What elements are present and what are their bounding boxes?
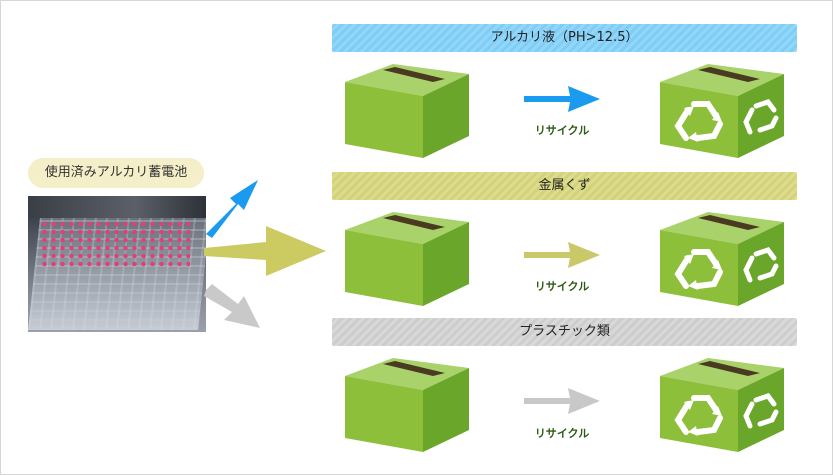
stream-title-plastic: プラスチック類 (332, 318, 797, 346)
branch-arrow-olive-icon (204, 226, 326, 276)
cardboard-box-icon (345, 64, 469, 158)
branch-arrow-gray-shape (204, 284, 260, 328)
cardboard-box-icon (345, 212, 469, 306)
branch-arrow-gray-icon (204, 284, 260, 328)
recycle-box-icon (660, 358, 784, 452)
recycle-box-icon (660, 212, 784, 306)
stream-title-metal: 金属くず (332, 172, 797, 200)
arrow-right-icon (524, 388, 600, 414)
arrow-right-icon (524, 86, 600, 112)
battery-photo (28, 196, 206, 332)
recycle-process-label: リサイクル (534, 280, 590, 293)
branch-arrow-olive-shape (204, 226, 326, 276)
branch-arrow-blue-shape (206, 180, 258, 238)
branch-arrow-blue-icon (206, 180, 258, 238)
arrow-right-icon (524, 242, 600, 268)
stream-title-alkaline: アルカリ液（PH>12.5） (332, 24, 797, 52)
source-label: 使用済みアルカリ蓄電池 (28, 158, 204, 188)
recycle-process-label: リサイクル (534, 124, 590, 137)
recycle-box-icon (660, 64, 784, 158)
cardboard-box-icon (345, 358, 469, 452)
recycle-process-label: リサイクル (534, 427, 590, 440)
